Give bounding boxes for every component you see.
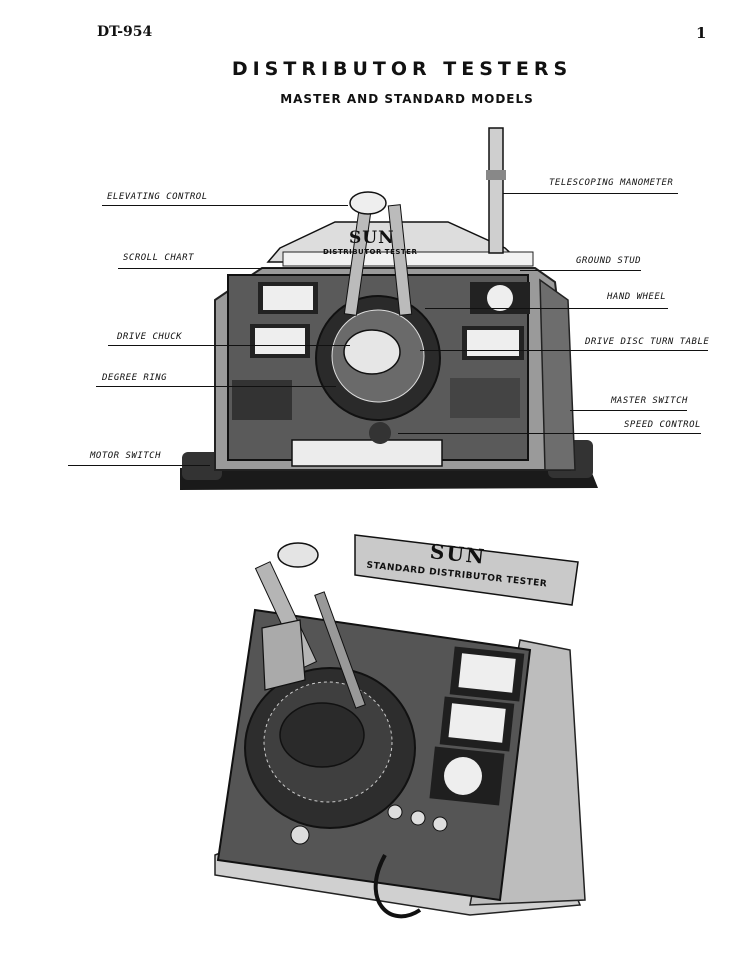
- callout-hand-wheel: HAND WHEEL: [607, 292, 667, 302]
- callout-elevating-control: ELEVATING CONTROL: [107, 192, 208, 202]
- leader-line: [425, 308, 668, 309]
- callout-speed-control: SPEED CONTROL: [624, 420, 701, 430]
- callout-scroll-chart: SCROLL CHART: [123, 253, 195, 263]
- leader-line: [398, 433, 701, 434]
- document-number: DT-954: [97, 24, 153, 40]
- leader-line: [102, 205, 348, 206]
- leader-line: [420, 350, 708, 351]
- callout-degree-ring: DEGREE RING: [102, 373, 168, 383]
- page-number: 1: [696, 24, 707, 42]
- master-brand-plate: SUN: [349, 228, 395, 248]
- leader-line: [108, 345, 350, 346]
- callout-drive-chuck: DRIVE CHUCK: [117, 332, 183, 342]
- leader-line: [520, 270, 641, 271]
- callout-motor-switch: MOTOR SWITCH: [90, 451, 162, 461]
- master-name-plate: DISTRIBUTOR TESTER: [323, 248, 418, 256]
- callout-master-switch: MASTER SWITCH: [611, 396, 688, 406]
- leader-line: [96, 386, 336, 387]
- leader-line: [118, 268, 330, 269]
- callout-drive-disc-turn-table: DRIVE DISC TURN TABLE: [585, 337, 710, 347]
- page-title: DISTRIBUTOR TESTERS: [231, 58, 573, 80]
- leader-line: [68, 465, 210, 466]
- page-subtitle: MASTER AND STANDARD MODELS: [280, 92, 534, 106]
- callout-telescoping-manometer: TELESCOPING MANOMETER: [549, 178, 674, 188]
- leader-line: [570, 410, 687, 411]
- leader-line: [503, 193, 678, 194]
- callout-ground-stud: GROUND STUD: [576, 256, 642, 266]
